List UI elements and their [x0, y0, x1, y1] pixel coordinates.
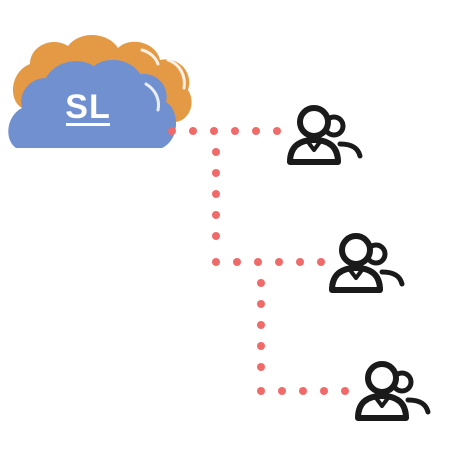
connector-trunk-2	[257, 279, 265, 395]
connector-branch-1	[168, 127, 281, 135]
connector-trunk-1	[212, 148, 220, 266]
connector-branch-3	[278, 387, 349, 395]
logo-underline	[66, 123, 110, 126]
connector-lines	[168, 127, 349, 395]
cloud-icon: SL	[8, 59, 177, 148]
connector-branch-2	[233, 258, 325, 266]
logo-text: SL	[65, 88, 110, 126]
user-group-icon-1	[290, 108, 360, 162]
user-group-icon-3	[358, 364, 428, 418]
user-group-icon-2	[332, 236, 402, 290]
